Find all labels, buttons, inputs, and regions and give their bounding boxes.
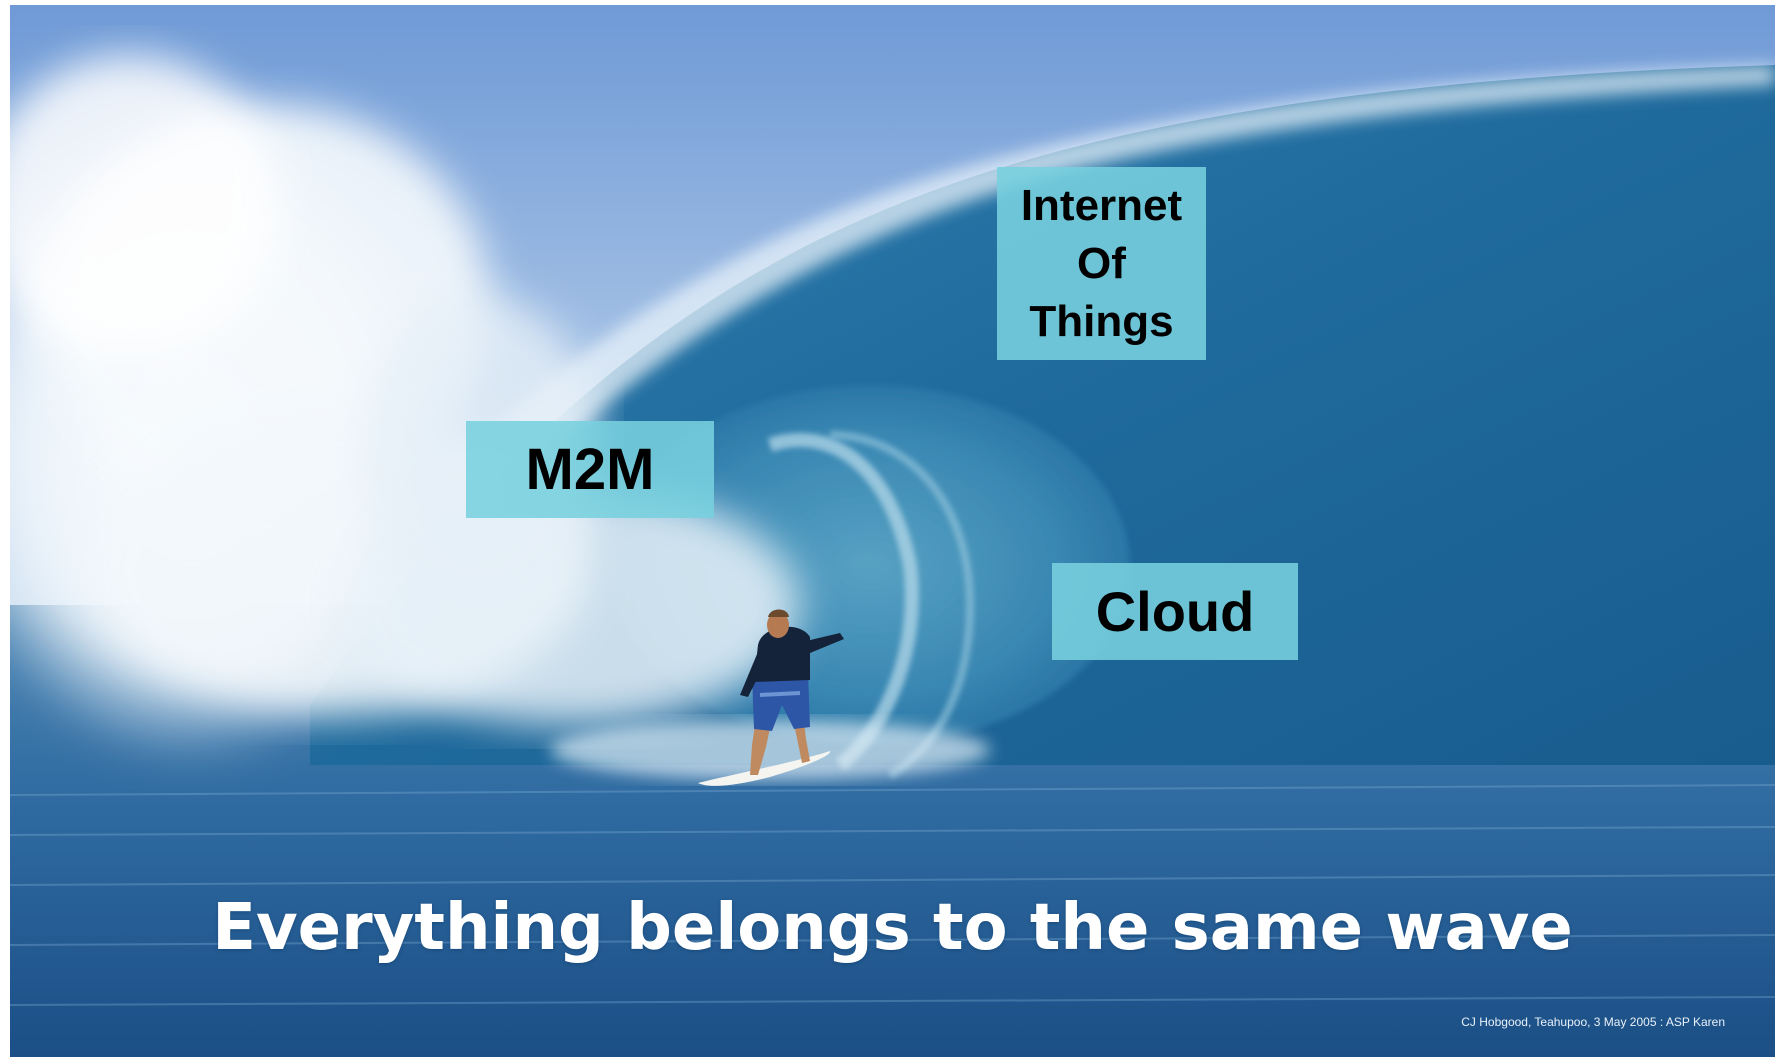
surfer	[698, 609, 844, 786]
label-iot-line-2: Of	[1077, 238, 1126, 288]
label-iot-line-3: Things	[1029, 296, 1174, 346]
photo-credit: CJ Hobgood, Teahupoo, 3 May 2005 : ASP K…	[1461, 1015, 1725, 1029]
label-iot-line-1: Internet	[1020, 180, 1183, 230]
label-cloud: Cloud	[1052, 563, 1298, 660]
label-cloud-text: Cloud	[1095, 580, 1255, 643]
label-internet-of-things: Internet Of Things	[997, 167, 1206, 360]
tagline: Everything belongs to the same wave	[212, 891, 1573, 965]
slide: Internet Of Things M2M Cloud Everything …	[10, 5, 1775, 1057]
label-m2m: M2M	[466, 421, 714, 518]
wave-photo	[10, 5, 1775, 1057]
label-m2m-text: M2M	[525, 437, 655, 502]
